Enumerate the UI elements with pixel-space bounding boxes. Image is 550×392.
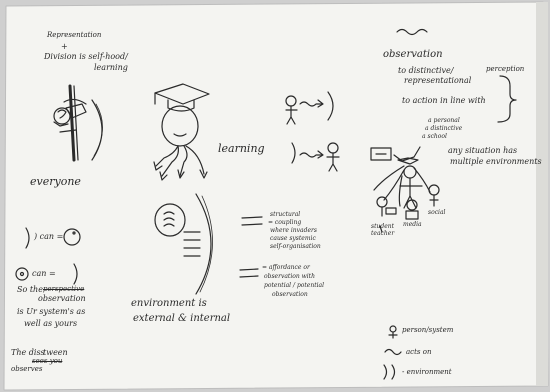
squiggle-icon (396, 28, 428, 36)
to-action-label: to action in line with (402, 96, 486, 105)
structural-item: self-organisation (270, 243, 321, 250)
legend-icons (383, 325, 402, 380)
environment-line2: external & internal (133, 313, 231, 324)
structural-item: structural (270, 211, 301, 218)
legend-env-label: - environment (402, 368, 452, 376)
teacher-label: teacher (371, 230, 395, 237)
learning-line-label: learning (94, 63, 128, 72)
equals-symbols (239, 216, 263, 278)
affordance-item: = affordance or (262, 264, 310, 271)
observation-top-label: observation (383, 49, 443, 60)
representation-label: Representation (47, 31, 102, 39)
bracket-icon (497, 75, 517, 123)
affordance-item: observation (272, 291, 308, 298)
bubble-item: a personal (428, 117, 460, 124)
to-distinctive-label: to distinctive/ (398, 66, 454, 75)
bubble-item: a school (422, 133, 447, 140)
environment-line1: environment is (131, 298, 207, 309)
person-acts-on-environment-icon (285, 91, 334, 125)
parenthesis-can-symbols (15, 227, 81, 285)
situation-group-icon (370, 146, 440, 233)
internal-environment-icon (154, 193, 213, 295)
bubble-item: a distinctive (425, 125, 463, 132)
can-bottom-label: can = (32, 269, 56, 278)
perception-label: perception (486, 65, 525, 73)
structural-item: where invaders (270, 227, 317, 234)
legend-person-label: person/system (402, 326, 454, 334)
perspective-label: perspective (43, 285, 85, 293)
paper-shadow (536, 2, 548, 386)
environment-acts-on-person-icon (291, 142, 340, 172)
representational-label: representational (404, 76, 472, 85)
tween-label: tween (43, 348, 68, 357)
well-as-yours-label: well as yours (24, 319, 78, 328)
any-situation-line1: any situation has (448, 146, 518, 155)
is-systems-label: is Ur system's as (17, 307, 86, 316)
social-label: social (428, 209, 446, 216)
division-label: Division is self-hood/ (44, 52, 128, 61)
observes-label: observes (11, 365, 43, 373)
learning-mid-label: learning (218, 142, 265, 155)
can-top-label: ) can = (34, 232, 64, 241)
plus-label: + (61, 42, 68, 51)
affordance-item: potential / potential (264, 282, 325, 289)
affordance-item: observation with (264, 273, 315, 280)
the-diss-label: The diss (11, 348, 45, 357)
media-label: media (403, 221, 422, 228)
legend-acts-label: acts on (406, 348, 432, 356)
sees-you-label: sees you (32, 357, 63, 365)
structural-item: cause systemic (270, 235, 316, 242)
divided-person-icon (53, 84, 103, 162)
graduate-head-icon (153, 83, 210, 181)
so-the-label: So the (17, 285, 43, 294)
structural-item: = coupling (268, 219, 302, 226)
student-label: student (371, 223, 395, 230)
everyone-label: everyone (30, 175, 81, 188)
observation-left-label: observation (38, 294, 86, 303)
any-situation-line2: multiple environments (450, 157, 542, 166)
